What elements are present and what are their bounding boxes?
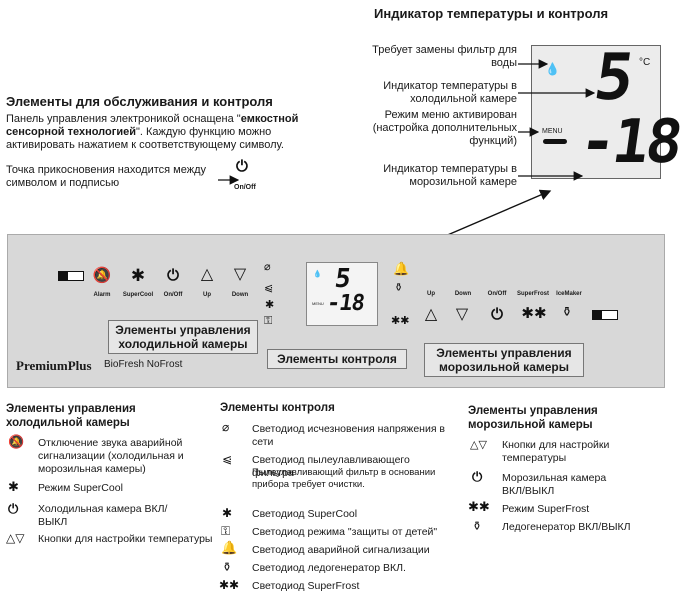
btn-label-onoff: On/Off — [163, 292, 183, 298]
display-menu: MENU — [542, 128, 563, 135]
btn-label-up: Up — [203, 292, 211, 298]
dust-filter-led-icon: ⩿ — [264, 281, 274, 294]
legend-freezer-item-2: Морозильная камера ВКЛ/ВЫКЛ — [502, 472, 607, 497]
btn-label-supercool: SuperCool — [122, 292, 154, 298]
legend-superfrost-led-icon: ✱✱ — [219, 578, 240, 592]
fridge-down-icon[interactable]: ▽ — [233, 264, 247, 283]
legend-power-icon: ⏻ — [8, 502, 19, 517]
legend-control-item-2: Светодиод пылеулавливающего фильтра — [252, 454, 410, 479]
legend-updown-icon: △▽ — [6, 531, 25, 545]
legend-fz-power-icon: ⏻ — [472, 470, 483, 485]
freezer-temp-label: Индикатор температуры в морозильной каме… — [383, 163, 517, 188]
legend-control-title: Элементы контроля — [220, 402, 335, 414]
fz-label-up: Up — [427, 291, 435, 297]
menu-label: Режим меню активирован (настройка дополн… — [372, 109, 517, 147]
display-panel — [531, 45, 661, 179]
filter-label: Требует замены фильтр для воды — [372, 44, 517, 69]
superfrost-led-icon: ✱✱ — [391, 314, 410, 327]
freezer-power-icon[interactable]: ⏻ — [491, 305, 503, 323]
icemaker-led-icon: ⚱ — [394, 281, 404, 294]
fridge-power-icon[interactable]: ⏻ — [167, 266, 179, 284]
child-lock-key-icon — [58, 271, 84, 281]
freezer-down-icon[interactable]: ▽ — [455, 304, 469, 323]
legend-freezer-item-3: Режим SuperFrost — [502, 503, 590, 515]
legend-control-item-5: Светодиод аварийной сигнализации — [252, 544, 430, 556]
legend-fz-icemaker-icon: ⚱ — [472, 519, 483, 533]
brand-biofresh: BioFresh NoFrost — [104, 359, 183, 370]
intro-title: Элементы для обслуживания и контроля — [6, 94, 273, 109]
legend-supercool-led-icon: ✱ — [222, 506, 233, 520]
legend-supercool-icon: ✱ — [8, 480, 19, 495]
legend-control-note: Пылеулавливающий фильтр в основании приб… — [252, 467, 436, 490]
btn-label-down: Down — [231, 292, 249, 298]
legend-fridge-item-1: Отключение звука аварийной сигнализации … — [38, 437, 184, 475]
legend-control-item-3: Светодиод SuperCool — [252, 508, 358, 520]
supercool-led-icon: ✱ — [265, 298, 275, 311]
btn-label-alarm: Alarm — [93, 292, 111, 298]
fz-label-onoff: On/Off — [487, 291, 507, 297]
panel-display — [306, 262, 378, 326]
supercool-icon[interactable]: ✱ — [130, 266, 146, 286]
legend-control-item-4: Светодиод режима "защиты от детей" — [252, 526, 438, 538]
intro-text: Панель управления электроникой оснащена … — [6, 113, 299, 151]
water-filter-icon: 💧 — [545, 62, 560, 76]
box-control-elements: Элементы контроля — [267, 349, 407, 369]
legend-control-item-7: Светодиод SuperFrost — [252, 580, 360, 592]
legend-freezer-item-4: Ледогенератор ВКЛ/ВЫКЛ — [502, 521, 631, 533]
panel-display-freezer: -18 — [325, 291, 366, 316]
legend-alarm-icon: 🔔 — [221, 541, 238, 556]
legend-freezer-title: Элементы управления морозильной камеры — [468, 405, 598, 431]
legend-fridge-item-4: Кнопки для настройки температуры — [38, 533, 213, 545]
fridge-up-icon[interactable]: △ — [200, 264, 214, 283]
legend-icemaker-icon: ⚱ — [222, 560, 233, 574]
legend-freezer-item-1: Кнопки для настройки температуры — [502, 439, 610, 464]
display-unit: °C — [639, 57, 651, 68]
legend-superfrost-icon: ✱✱ — [468, 500, 490, 515]
fz-label-superfrost: SuperFrost — [516, 291, 549, 297]
legend-control-item-1: Светодиод исчезновения напряжения в сети — [252, 423, 446, 448]
power-icon: ⏻ — [236, 157, 248, 175]
superfrost-icon[interactable]: ✱✱ — [521, 304, 547, 322]
fz-label-icemaker: IceMaker — [556, 291, 582, 297]
power-failure-led-icon: ⌀ — [264, 260, 271, 273]
display-title: Индикатор температуры и контроля — [374, 6, 609, 21]
panel-display-menu: MENU — [312, 301, 324, 306]
child-lock-led-icon: ⚿ — [264, 314, 273, 327]
icemaker-icon[interactable]: ⚱ — [561, 305, 573, 320]
legend-dust-filter-icon: ⩿ — [222, 452, 233, 466]
menu-bar-icon — [543, 139, 567, 144]
fz-label-down: Down — [454, 291, 472, 297]
brand-premiumplus: PremiumPlus — [16, 358, 92, 373]
alarm-off-icon[interactable]: 🔕 — [92, 266, 112, 284]
legend-control-item-6: Светодиод ледогенератор ВКЛ. — [252, 562, 406, 574]
alarm-led-icon: 🔔 — [393, 262, 410, 277]
panel-filter-icon: 💧 — [313, 270, 322, 278]
touch-point-text: Точка прикосновения находится между симв… — [6, 164, 206, 189]
box-fridge-controls: Элементы управления холодильной камеры — [108, 320, 258, 354]
legend-power-fail-icon: ⌀ — [222, 420, 230, 434]
legend-fz-updown-icon: △▽ — [470, 438, 487, 451]
legend-fridge-item-2: Режим SuperCool — [38, 482, 123, 494]
legend-fridge-item-3: Холодильная камера ВКЛ/ВЫКЛ — [38, 503, 168, 528]
legend-child-lock-icon: ⚿ — [221, 524, 231, 538]
legend-fridge-title: Элементы управления холодильной камеры — [6, 403, 136, 429]
box-freezer-controls: Элементы управления морозильной камеры — [424, 343, 584, 377]
fridge-temp-label: Индикатор температуры в холодильной каме… — [383, 80, 517, 105]
onoff-label: On/Off — [234, 184, 256, 191]
legend-alarm-off-icon: 🔕 — [8, 435, 25, 450]
menu-key-icon — [592, 310, 618, 320]
freezer-up-icon[interactable]: △ — [424, 304, 438, 323]
